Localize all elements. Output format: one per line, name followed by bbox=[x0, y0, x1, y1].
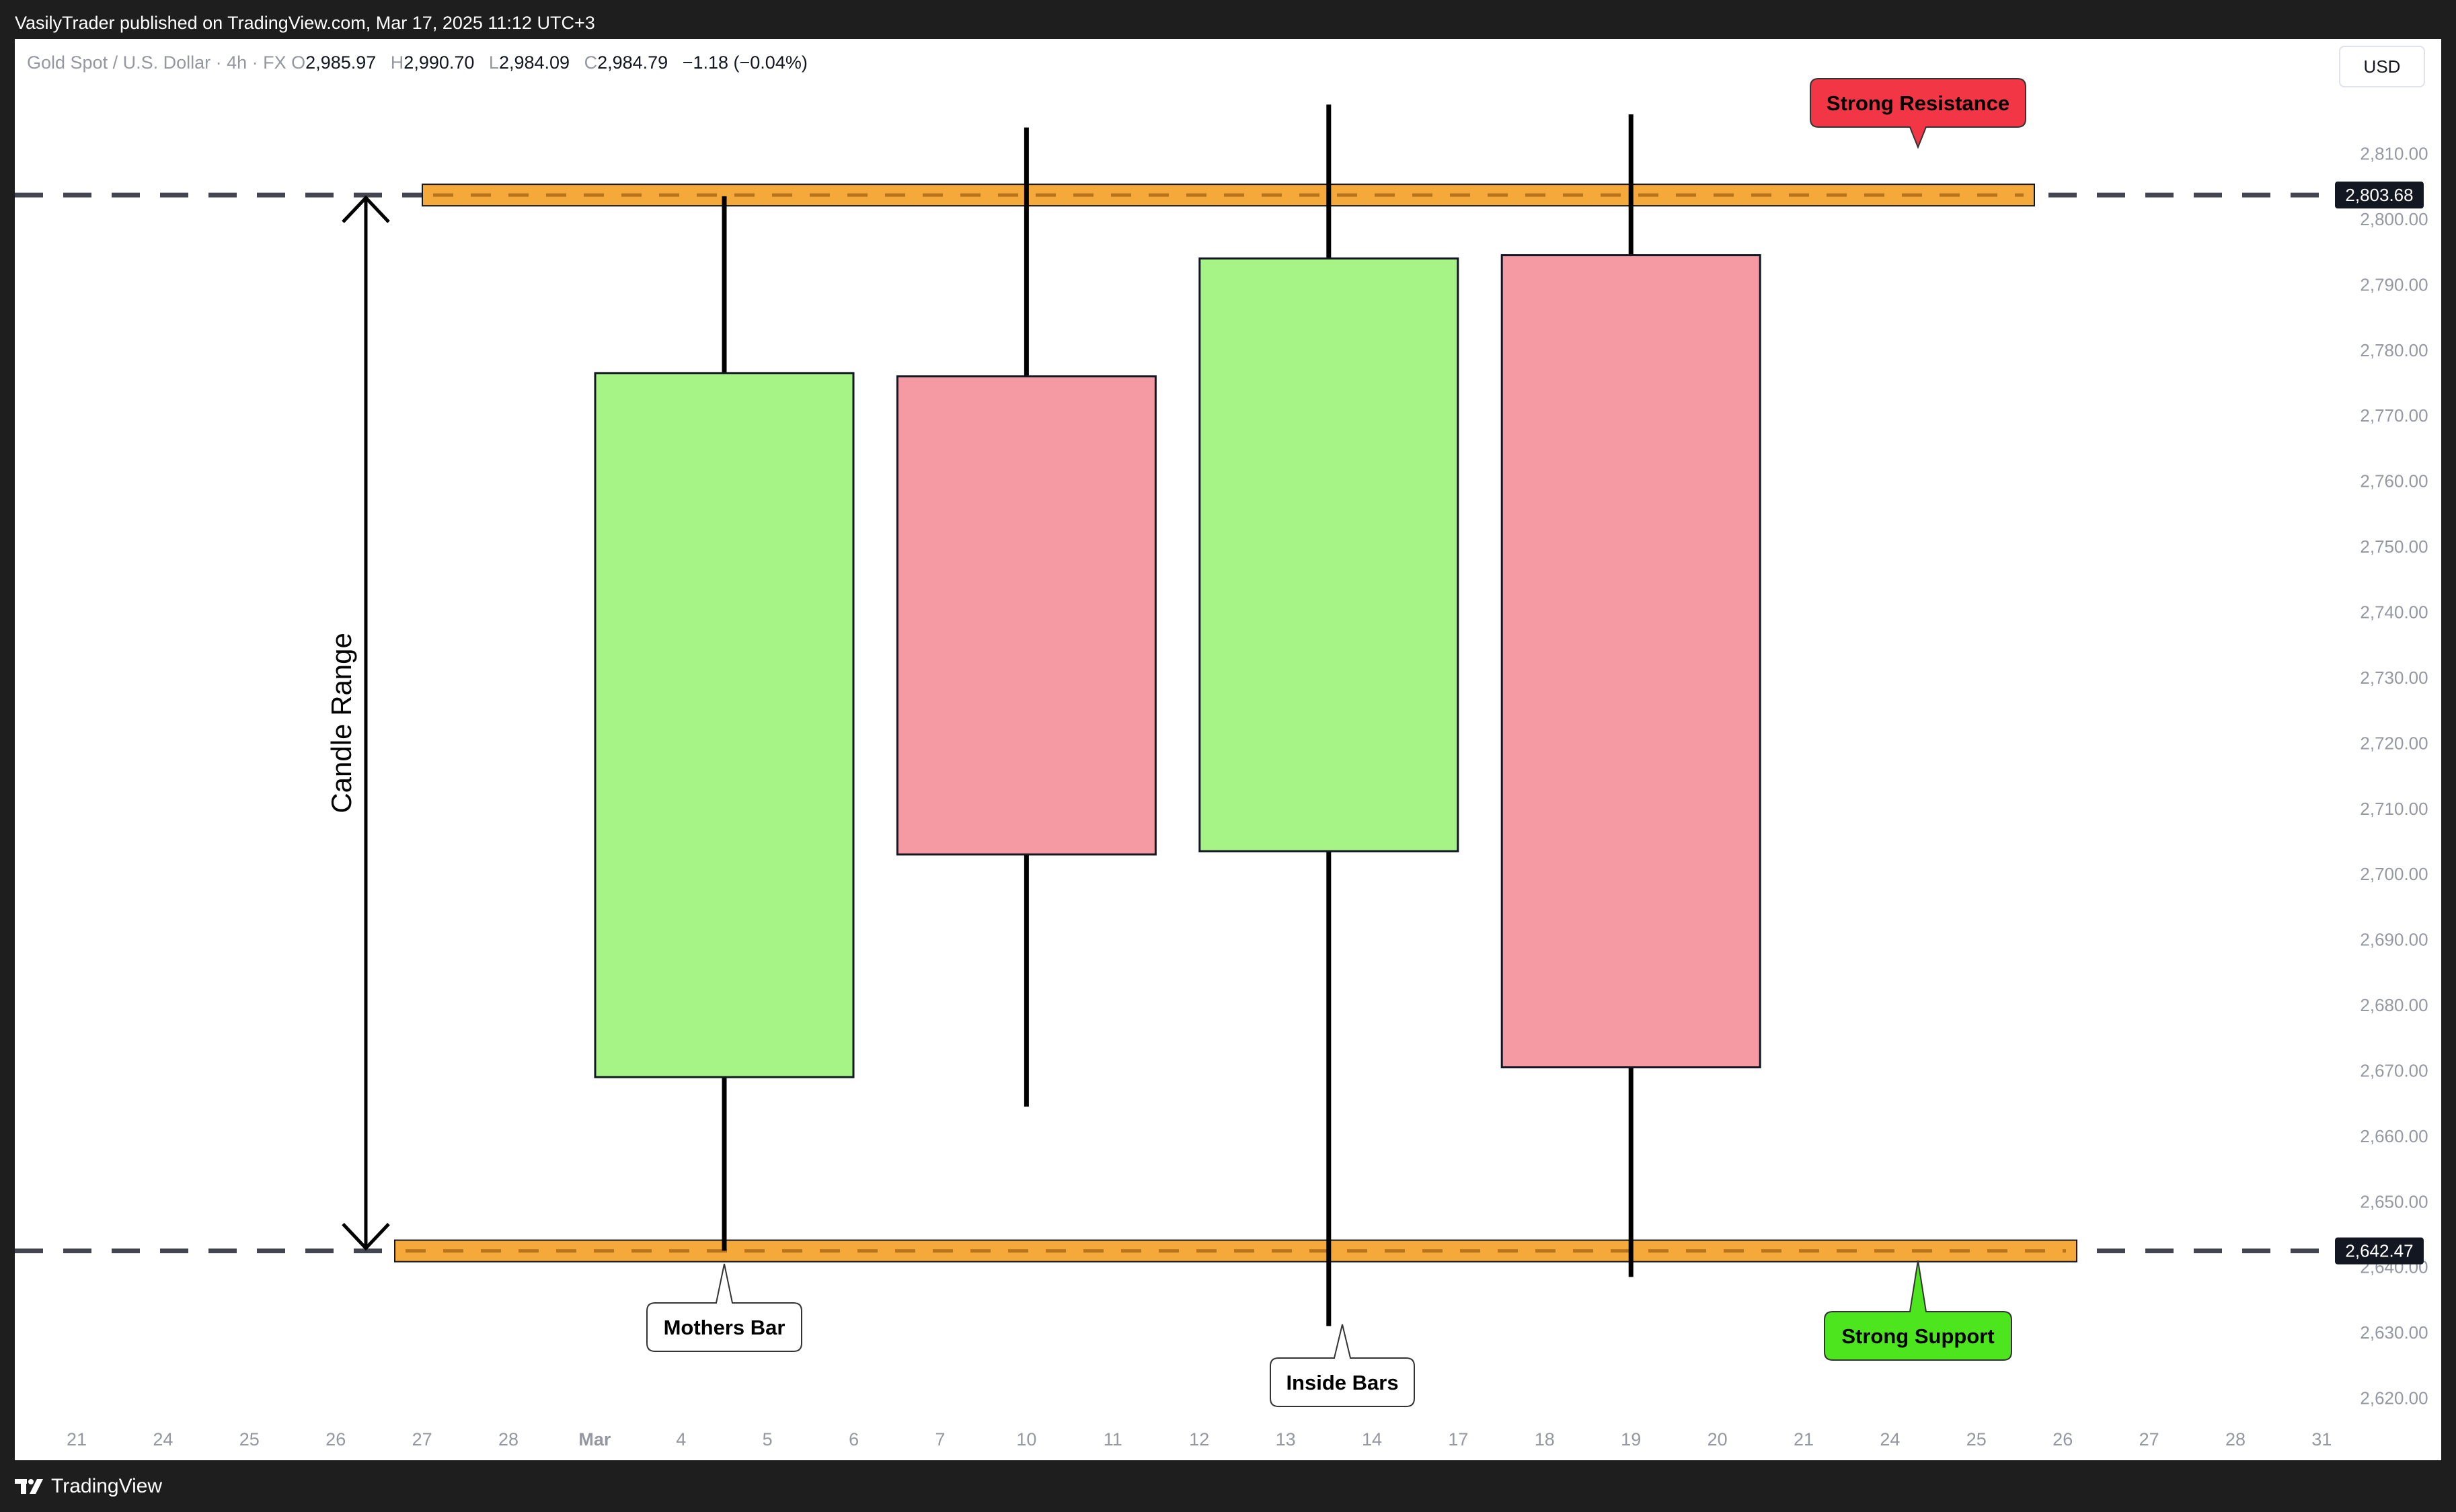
strong-resistance-callout bbox=[1810, 78, 2026, 149]
x-tick-label: 27 bbox=[412, 1429, 432, 1449]
range-arrow-head-down bbox=[342, 1222, 390, 1251]
publish-info: VasilyTrader published on TradingView.co… bbox=[15, 13, 595, 33]
x-tick-label: 5 bbox=[763, 1429, 773, 1449]
x-tick-label: 24 bbox=[1880, 1429, 1900, 1449]
x-tick-label: 14 bbox=[1362, 1429, 1382, 1449]
x-tick-label: 4 bbox=[676, 1429, 686, 1449]
x-tick-label: 11 bbox=[1104, 1429, 1122, 1449]
x-tick-label: 13 bbox=[1276, 1429, 1296, 1449]
y-tick-label: 2,660.00 bbox=[2360, 1126, 2428, 1146]
footer-bar: TradingView bbox=[0, 1460, 2456, 1512]
bearish-candle bbox=[896, 375, 1157, 856]
y-tick-label: 2,680.00 bbox=[2360, 995, 2428, 1015]
candlestick-chart[interactable]: 2,620.002,630.002,640.002,650.002,660.00… bbox=[15, 39, 2441, 1460]
y-tick-label: 2,690.00 bbox=[2360, 930, 2428, 950]
open-value: 2,985.97 bbox=[305, 52, 377, 73]
high-label: H bbox=[390, 52, 404, 73]
close-label: C bbox=[584, 52, 598, 73]
bearish-candle bbox=[1500, 254, 1761, 1069]
x-tick-label: 26 bbox=[325, 1429, 346, 1449]
level-price-tag-support bbox=[2335, 1237, 2424, 1265]
bullish-candle bbox=[1198, 257, 1459, 852]
symbol-name: Gold Spot / U.S. Dollar · 4h · FX bbox=[27, 52, 286, 73]
x-tick-label: 24 bbox=[153, 1429, 173, 1449]
y-tick-label: 2,810.00 bbox=[2360, 144, 2428, 164]
candle-range-label: Candle Range bbox=[325, 633, 357, 813]
x-tick-label: 7 bbox=[935, 1429, 945, 1449]
y-tick-label: 2,800.00 bbox=[2360, 209, 2428, 229]
y-tick-label: 2,780.00 bbox=[2360, 340, 2428, 360]
strong-support-callout bbox=[1824, 1260, 2012, 1361]
strong-support-callout-text: Strong Support bbox=[1841, 1324, 1994, 1348]
x-tick-label: Mar bbox=[578, 1429, 611, 1449]
currency-button[interactable]: USD bbox=[2339, 46, 2425, 87]
x-tick-label: 18 bbox=[1535, 1429, 1555, 1449]
level-price-label: 2,803.68 bbox=[2345, 185, 2413, 205]
tradingview-brand[interactable]: TradingView bbox=[15, 1475, 162, 1498]
x-tick-label: 6 bbox=[849, 1429, 859, 1449]
x-tick-label: 27 bbox=[2139, 1429, 2159, 1449]
low-label: L bbox=[488, 52, 499, 73]
x-tick-label: 25 bbox=[1966, 1429, 1987, 1449]
x-tick-label: 21 bbox=[1794, 1429, 1814, 1449]
inside-bars-callout bbox=[1270, 1324, 1415, 1407]
y-tick-label: 2,650.00 bbox=[2360, 1191, 2428, 1211]
level-price-tag-resistance bbox=[2335, 182, 2424, 209]
low-value: 2,984.09 bbox=[498, 52, 570, 73]
x-tick-label: 28 bbox=[2225, 1429, 2246, 1449]
y-tick-label: 2,760.00 bbox=[2360, 471, 2428, 491]
x-tick-label: 10 bbox=[1016, 1429, 1036, 1449]
x-tick-label: 19 bbox=[1621, 1429, 1641, 1449]
y-tick-label: 2,720.00 bbox=[2360, 733, 2428, 753]
y-tick-label: 2,740.00 bbox=[2360, 602, 2428, 623]
x-tick-label: 31 bbox=[2311, 1429, 2332, 1449]
x-tick-label: 26 bbox=[2052, 1429, 2073, 1449]
x-tick-label: 25 bbox=[239, 1429, 260, 1449]
mothers-bar-callout bbox=[646, 1263, 802, 1352]
y-tick-label: 2,750.00 bbox=[2360, 536, 2428, 557]
inside-bars-callout-text: Inside Bars bbox=[1286, 1371, 1398, 1394]
bullish-candle bbox=[594, 372, 855, 1078]
range-arrow-head-up bbox=[342, 195, 390, 223]
high-value: 2,990.70 bbox=[404, 52, 475, 73]
close-value: 2,984.79 bbox=[597, 52, 668, 73]
strong-resistance-callout-text: Strong Resistance bbox=[1827, 91, 2009, 115]
y-tick-label: 2,630.00 bbox=[2360, 1322, 2428, 1343]
x-tick-label: 17 bbox=[1448, 1429, 1468, 1449]
tradingview-logo-icon bbox=[15, 1478, 43, 1494]
y-tick-label: 2,790.00 bbox=[2360, 274, 2428, 294]
x-tick-label: 12 bbox=[1189, 1429, 1209, 1449]
y-tick-label: 2,710.00 bbox=[2360, 799, 2428, 819]
x-tick-label: 21 bbox=[67, 1429, 87, 1449]
y-tick-label: 2,770.00 bbox=[2360, 405, 2428, 426]
y-tick-label: 2,700.00 bbox=[2360, 864, 2428, 884]
symbol-legend: Gold Spot / U.S. Dollar · 4h · FX O2,985… bbox=[27, 52, 817, 73]
y-tick-label: 2,620.00 bbox=[2360, 1388, 2428, 1408]
x-tick-label: 20 bbox=[1707, 1429, 1728, 1449]
y-tick-label: 2,730.00 bbox=[2360, 668, 2428, 688]
price-change: −1.18 (−0.04%) bbox=[682, 52, 808, 73]
open-label: O bbox=[291, 52, 306, 73]
y-tick-label: 2,670.00 bbox=[2360, 1060, 2428, 1080]
brand-name: TradingView bbox=[51, 1474, 163, 1497]
x-tick-label: 28 bbox=[498, 1429, 519, 1449]
level-price-label: 2,642.47 bbox=[2345, 1241, 2413, 1261]
mothers-bar-callout-text: Mothers Bar bbox=[664, 1316, 785, 1339]
